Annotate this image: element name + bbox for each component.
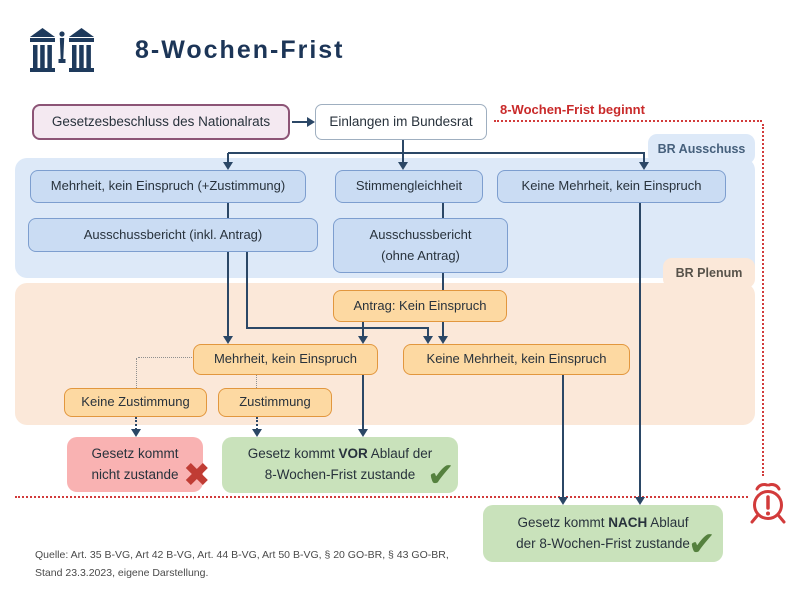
- node-label: Ausschussbericht (inkl. Antrag): [83, 226, 263, 242]
- node-label: Stimmengleichheit: [355, 178, 463, 194]
- node-label: Einlangen im Bundesrat: [329, 114, 473, 130]
- connector: [427, 328, 429, 337]
- result-line: der 8-Wochen-Frist zustande: [516, 535, 690, 551]
- connector: [562, 375, 564, 498]
- node-mehrheit-plenum: Mehrheit, kein Einspruch: [193, 344, 378, 375]
- result-line: 8-Wochen-Frist zustande: [264, 467, 416, 482]
- arrowhead-down-icon: [635, 497, 645, 505]
- arrowhead-down-icon: [223, 162, 233, 170]
- br-plenum-label: BR Plenum: [675, 266, 743, 280]
- connector: [246, 252, 248, 329]
- dotted-connector: [135, 417, 137, 430]
- node-keine-mehrheit-ausschuss: Keine Mehrheit, kein Einspruch: [497, 170, 726, 203]
- connector: [227, 153, 229, 164]
- node-label: Antrag: Kein Einspruch: [353, 297, 487, 313]
- result-gesetz-nicht-zustande: Gesetz kommt nicht zustande: [67, 437, 203, 492]
- source-line: Stand 23.3.2023, eigene Darstellung.: [35, 567, 209, 580]
- dotted-connector: [136, 358, 137, 388]
- node-label: Mehrheit, kein Einspruch (+Zustimmung): [50, 178, 286, 194]
- dotted-connector: [138, 357, 194, 358]
- result-gesetz-nach-ablauf: Gesetz kommt NACH Ablauf der 8-Wochen-Fr…: [483, 505, 723, 562]
- dotted-connector: [256, 375, 257, 388]
- arrowhead-down-icon: [398, 162, 408, 170]
- node-einlangen-bundesrat: Einlangen im Bundesrat: [315, 104, 487, 140]
- connector: [442, 203, 444, 218]
- parliament-logo-icon: [30, 28, 94, 72]
- arrowhead-down-icon: [438, 336, 448, 344]
- result-line: Gesetz kommt: [91, 445, 179, 461]
- node-label: Keine Zustimmung: [81, 394, 190, 410]
- arrowhead-down-icon: [131, 429, 141, 437]
- node-gesetzesbeschluss: Gesetzesbeschluss des Nationalrats: [32, 104, 290, 140]
- node-label: Keine Mehrheit, kein Einspruch: [426, 351, 607, 367]
- connector: [227, 203, 229, 218]
- node-keine-zustimmung: Keine Zustimmung: [64, 388, 207, 417]
- arrowhead-right-icon: [307, 117, 315, 127]
- arrowhead-down-icon: [558, 497, 568, 505]
- node-stimmengleichheit: Stimmengleichheit: [335, 170, 483, 203]
- connector: [362, 375, 364, 429]
- arrowhead-down-icon: [639, 162, 649, 170]
- br-ausschuss-label: BR Ausschuss: [657, 142, 746, 156]
- dotted-connector: [256, 417, 258, 430]
- source-note: Quelle: Art. 35 B-VG, Art 42 B-VG, Art. …: [35, 546, 449, 583]
- connector: [442, 273, 444, 290]
- cross-icon: ✖: [183, 456, 211, 493]
- node-mehrheit-zustimmung: Mehrheit, kein Einspruch (+Zustimmung): [30, 170, 306, 203]
- connector: [362, 322, 364, 337]
- arrowhead-down-icon: [358, 336, 368, 344]
- node-label: Zustimmung: [239, 394, 311, 410]
- connector: [292, 121, 310, 123]
- node-label: (ohne Antrag): [381, 247, 460, 263]
- source-line: Quelle: Art. 35 B-VG, Art 42 B-VG, Art. …: [35, 549, 449, 561]
- result-line: nicht zustande: [91, 466, 179, 482]
- node-label: Ausschussbericht: [369, 226, 472, 242]
- result-line: Gesetz kommt VOR Ablauf der: [247, 446, 433, 462]
- node-antrag-kein-einspruch: Antrag: Kein Einspruch: [333, 290, 507, 322]
- connector: [227, 252, 229, 337]
- deadline-start-label: 8-Wochen-Frist beginnt: [500, 102, 645, 117]
- deadline-dotted-line-right: [762, 124, 764, 476]
- deadline-dotted-line-bottom: [15, 496, 748, 498]
- connector: [402, 140, 404, 153]
- alarm-clock-icon: [750, 483, 786, 524]
- page-title: 8-Wochen-Frist: [135, 36, 345, 64]
- connector: [643, 153, 645, 164]
- connector: [639, 203, 641, 498]
- result-line: Gesetz kommt NACH Ablauf: [517, 514, 689, 530]
- check-icon: ✔: [688, 525, 716, 562]
- arrowhead-down-icon: [358, 429, 368, 437]
- node-zustimmung: Zustimmung: [218, 388, 332, 417]
- connector: [402, 153, 404, 164]
- node-ausschussbericht-ohne-antrag: Ausschussbericht (ohne Antrag): [333, 218, 508, 273]
- connector: [246, 327, 429, 329]
- connector: [228, 152, 645, 154]
- arrowhead-down-icon: [223, 336, 233, 344]
- node-keine-mehrheit-plenum: Keine Mehrheit, kein Einspruch: [403, 344, 630, 375]
- deadline-dotted-line-top: [494, 120, 762, 122]
- node-ausschussbericht-inkl-antrag: Ausschussbericht (inkl. Antrag): [28, 218, 318, 252]
- node-label: Gesetzesbeschluss des Nationalrats: [51, 114, 271, 130]
- arrowhead-down-icon: [423, 336, 433, 344]
- connector: [442, 322, 444, 337]
- node-label: Mehrheit, kein Einspruch: [213, 351, 358, 367]
- arrowhead-down-icon: [252, 429, 262, 437]
- check-icon: ✔: [427, 456, 455, 493]
- result-gesetz-vor-ablauf: Gesetz kommt VOR Ablauf der 8-Wochen-Fri…: [222, 437, 458, 493]
- node-label: Keine Mehrheit, kein Einspruch: [521, 178, 702, 194]
